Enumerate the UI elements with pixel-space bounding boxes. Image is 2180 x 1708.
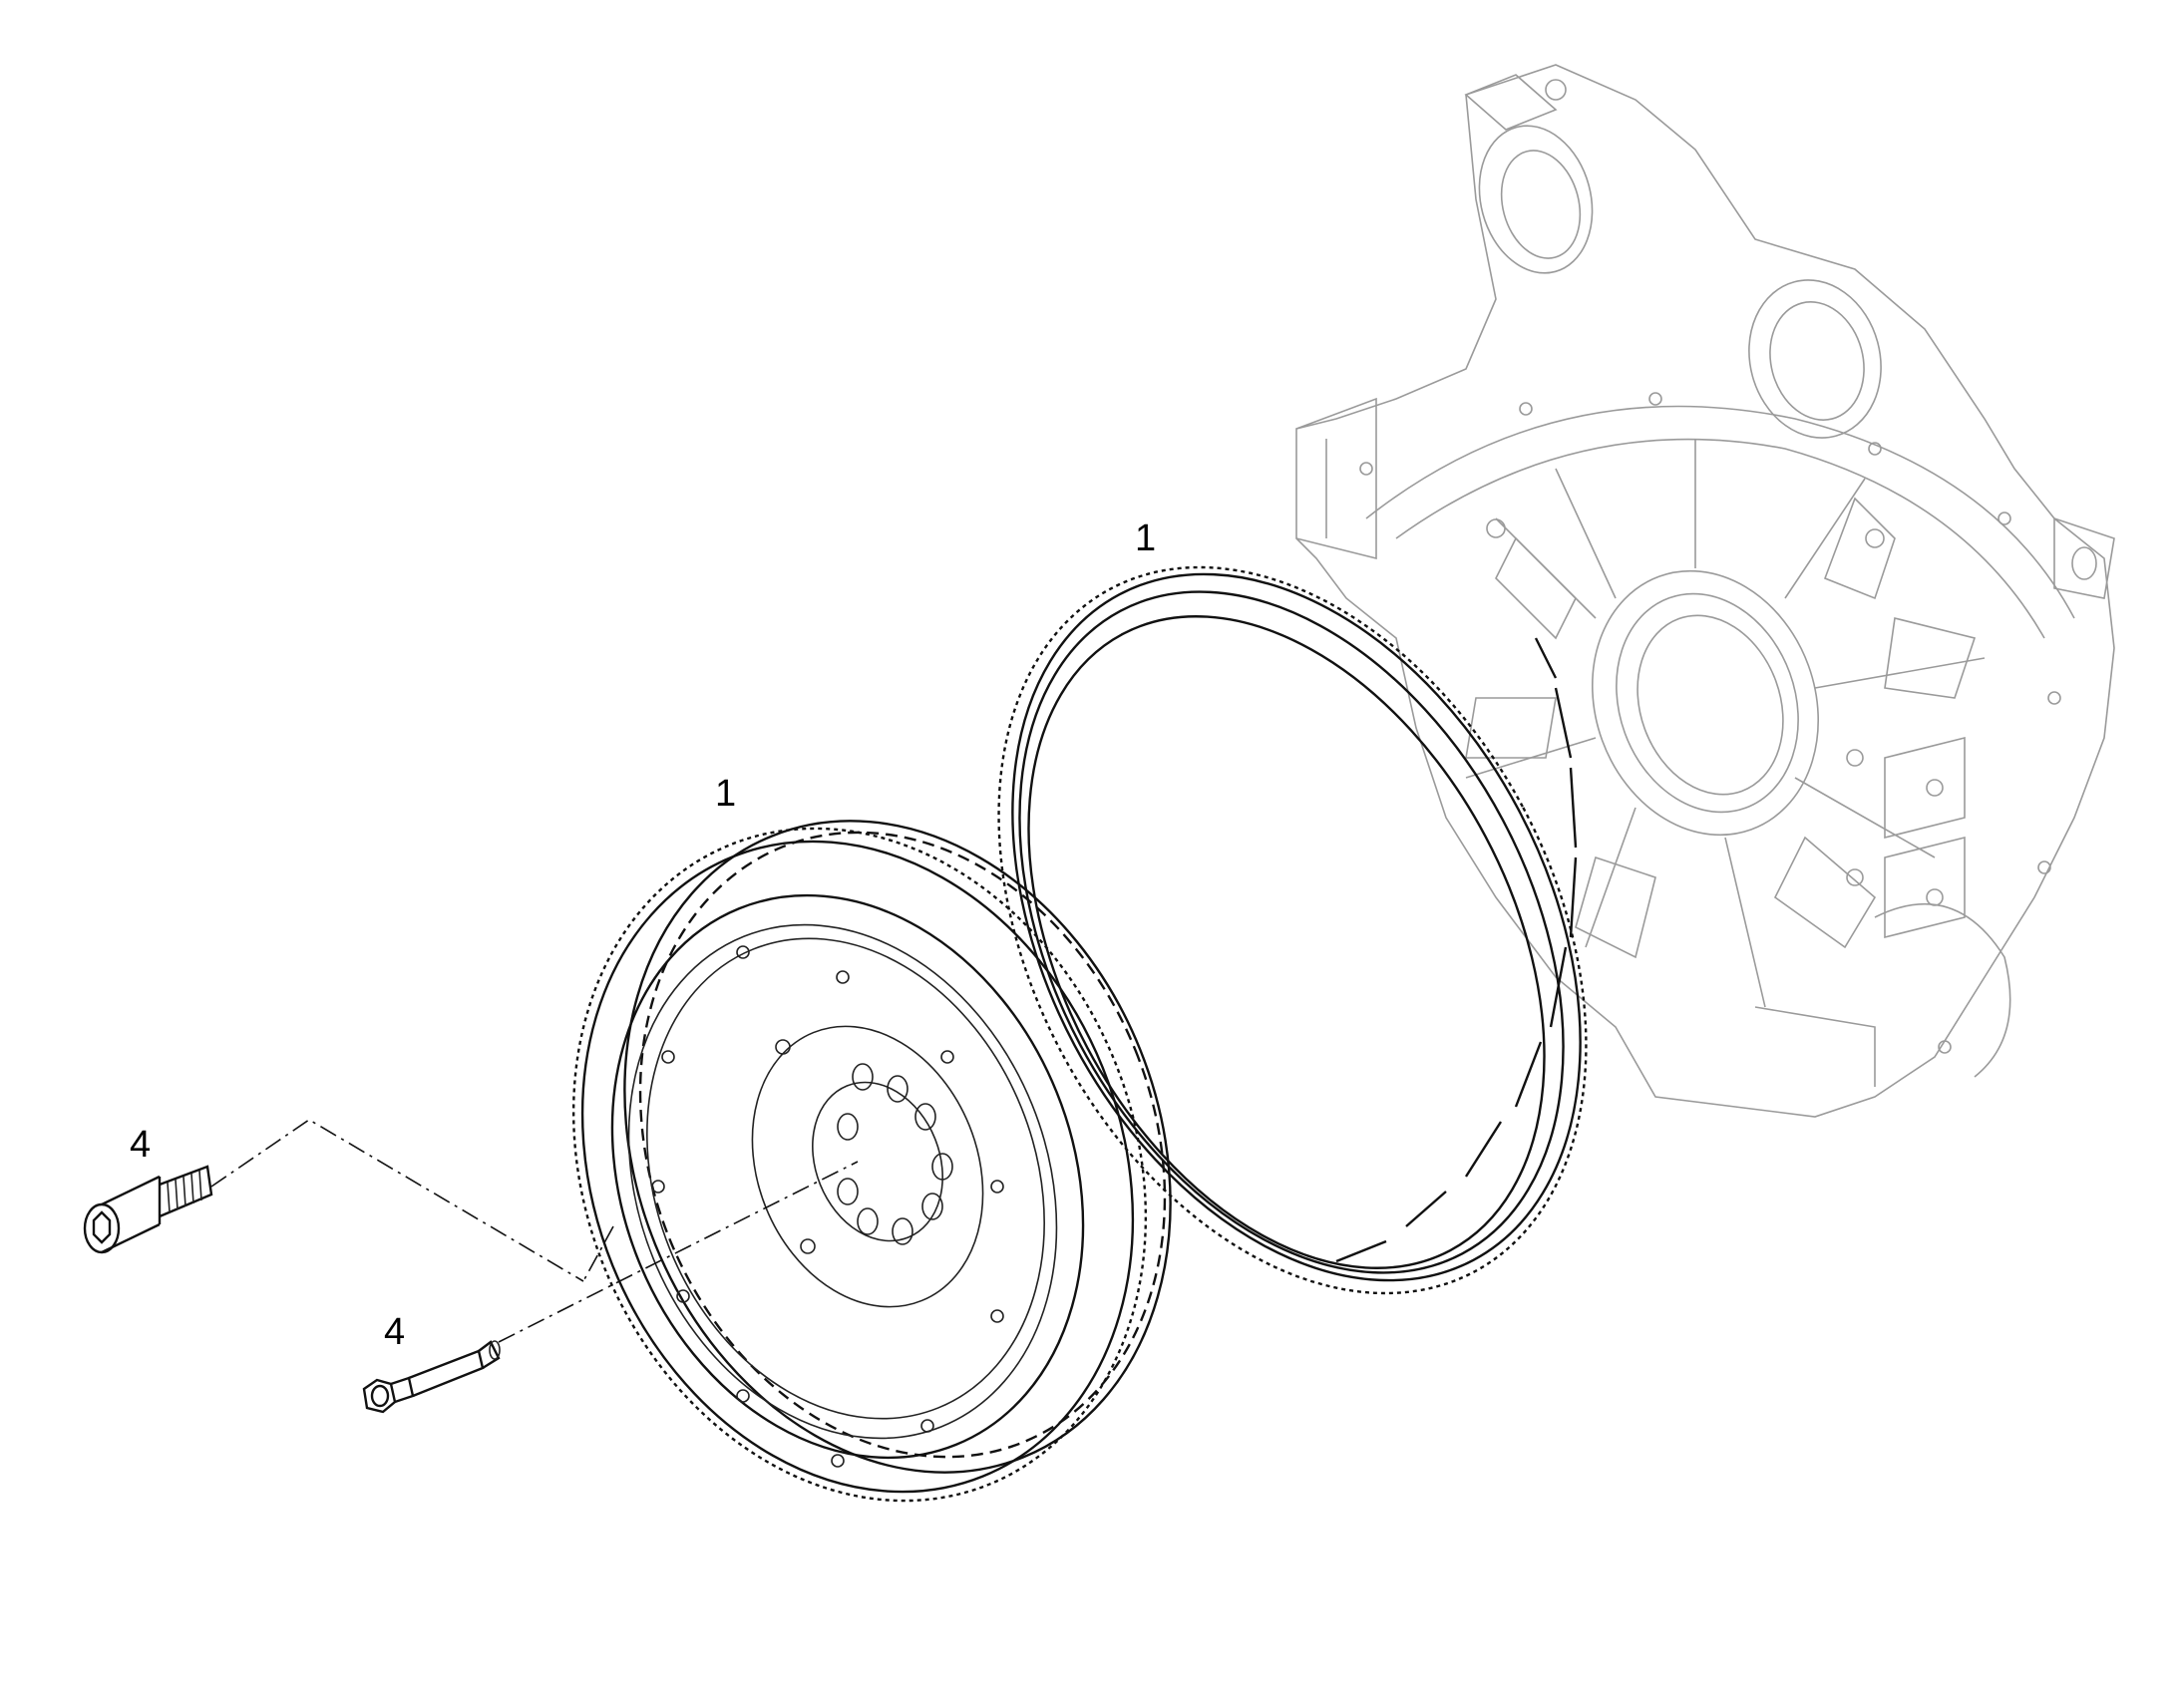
assembly-center-lines — [210, 1119, 859, 1343]
callout-screw-upper: 4 — [130, 1124, 151, 1166]
flywheel-bolt — [362, 1340, 501, 1414]
flywheel-hub-holes — [837, 1063, 953, 1245]
housing-bolt-holes — [1359, 392, 2061, 1054]
flywheel-outer-holes — [651, 945, 1004, 1468]
ring-gear — [997, 565, 1588, 1295]
callout-ring-gear: 1 — [1135, 517, 1156, 559]
flywheel — [571, 820, 1172, 1503]
callout-flywheel: 1 — [715, 773, 736, 815]
callout-screw-lower: 4 — [384, 1311, 405, 1353]
socket-head-screw — [83, 1165, 213, 1254]
flywheel-housing — [1295, 64, 2115, 1118]
